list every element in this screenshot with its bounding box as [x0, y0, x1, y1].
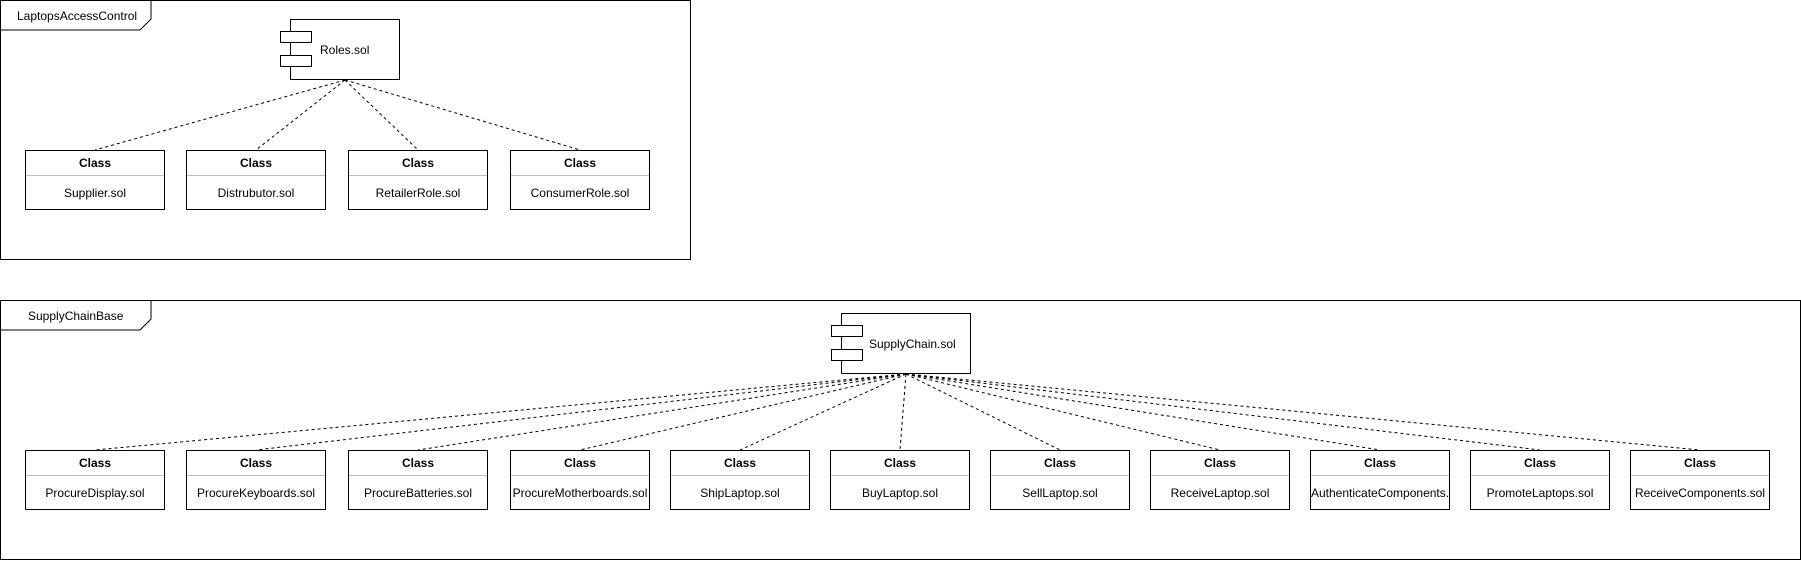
- component-roles[interactable]: Roles.sol: [280, 19, 400, 80]
- class-box[interactable]: Class ReceiveComponents.sol: [1630, 450, 1770, 510]
- package-frame-tab: SupplyChainBase: [0, 300, 152, 331]
- class-name: ReceiveLaptop.sol: [1170, 486, 1270, 500]
- class-stereotype: Class: [991, 451, 1129, 476]
- class-name: ProcureMotherboards.sol: [512, 486, 648, 500]
- class-stereotype: Class: [1151, 451, 1289, 476]
- class-stereotype: Class: [349, 451, 487, 476]
- class-name: RetailerRole.sol: [375, 186, 461, 200]
- class-name: PromoteLaptops.sol: [1486, 486, 1594, 500]
- component-label: SupplyChain.sol: [869, 336, 956, 351]
- class-box[interactable]: Class ProcureKeyboards.sol: [186, 450, 326, 510]
- class-box[interactable]: Class Supplier.sol: [25, 150, 165, 210]
- class-box[interactable]: Class ProcureMotherboards.sol: [510, 450, 650, 510]
- class-box[interactable]: Class ReceiveLaptop.sol: [1150, 450, 1290, 510]
- class-box[interactable]: Class ConsumerRole.sol: [510, 150, 650, 210]
- class-box[interactable]: Class Distrubutor.sol: [186, 150, 326, 210]
- package-frame-title: LaptopsAccessControl: [17, 9, 138, 23]
- class-box[interactable]: Class ProcureBatteries.sol: [348, 450, 488, 510]
- class-box[interactable]: Class RetailerRole.sol: [348, 150, 488, 210]
- frame-tab-outline: [0, 300, 152, 331]
- class-name: ProcureKeyboards.sol: [196, 486, 316, 500]
- package-frame-title: SupplyChainBase: [28, 309, 124, 323]
- component-port-icon: [280, 31, 312, 43]
- frame-tab-outline: [0, 0, 152, 31]
- component-port-icon: [280, 55, 312, 67]
- class-box[interactable]: Class ShipLaptop.sol: [670, 450, 810, 510]
- class-name: ConsumerRole.sol: [530, 186, 630, 200]
- class-name: Supplier.sol: [63, 186, 127, 200]
- component-port-icon: [831, 325, 863, 337]
- class-stereotype: Class: [26, 151, 164, 176]
- class-stereotype: Class: [671, 451, 809, 476]
- class-stereotype: Class: [1471, 451, 1609, 476]
- class-stereotype: Class: [187, 451, 325, 476]
- class-stereotype: Class: [1311, 451, 1449, 476]
- class-stereotype: Class: [349, 151, 487, 176]
- class-box[interactable]: Class BuyLaptop.sol: [830, 450, 970, 510]
- class-box[interactable]: Class SellLaptop.sol: [990, 450, 1130, 510]
- component-label: Roles.sol: [320, 42, 370, 57]
- class-name: ShipLaptop.sol: [700, 486, 780, 500]
- class-name: ReceiveComponents.sol: [1634, 486, 1766, 500]
- class-name: ProcureBatteries.sol: [363, 486, 473, 500]
- class-box[interactable]: Class PromoteLaptops.sol: [1470, 450, 1610, 510]
- class-name: SellLaptop.sol: [1022, 486, 1098, 500]
- package-frame-tab: LaptopsAccessControl: [0, 0, 152, 31]
- class-box[interactable]: Class ProcureDisplay.sol: [25, 450, 165, 510]
- class-name: ProcureDisplay.sol: [45, 486, 145, 500]
- class-name: BuyLaptop.sol: [861, 486, 939, 500]
- package-frame-laptops-access-control: LaptopsAccessControl: [0, 0, 691, 260]
- class-name: Distrubutor.sol: [217, 186, 295, 200]
- class-stereotype: Class: [1631, 451, 1769, 476]
- class-stereotype: Class: [26, 451, 164, 476]
- class-stereotype: Class: [511, 151, 649, 176]
- component-port-icon: [831, 349, 863, 361]
- class-name: AuthenticateComponents.: [1311, 486, 1450, 500]
- class-stereotype: Class: [831, 451, 969, 476]
- class-stereotype: Class: [187, 151, 325, 176]
- component-supply-chain[interactable]: SupplyChain.sol: [831, 313, 971, 374]
- class-stereotype: Class: [511, 451, 649, 476]
- class-box[interactable]: Class AuthenticateComponents.: [1310, 450, 1450, 510]
